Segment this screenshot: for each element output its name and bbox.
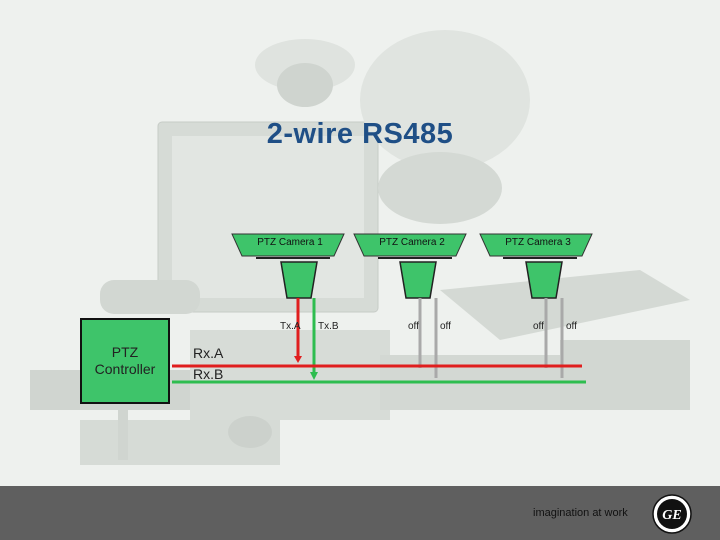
camera-1-label-tab xyxy=(231,233,345,257)
diagram-title: 2-wire RS485 xyxy=(266,118,454,150)
camera-1-right-wire-label: Tx.B xyxy=(318,321,339,332)
camera-3-body xyxy=(525,261,563,299)
footer-tagline: imagination at work xyxy=(533,507,628,519)
ge-logo-icon: GE xyxy=(652,494,692,534)
camera-1-body xyxy=(280,261,318,299)
footer-bar xyxy=(0,486,720,540)
camera-2-left-wire-label: off xyxy=(408,321,419,332)
camera-3-label-tab xyxy=(479,233,593,257)
camera-3-label: PTZ Camera 3 xyxy=(505,237,571,248)
camera-1-label: PTZ Camera 1 xyxy=(257,237,323,248)
ptz-controller-box: PTZ Controller xyxy=(80,318,170,404)
ge-logo-text: GE xyxy=(662,508,681,523)
camera-2-right-wire-label: off xyxy=(440,321,451,332)
camera-1-left-wire-label: Tx.A xyxy=(280,321,301,332)
camera-3-right-wire-label: off xyxy=(566,321,577,332)
camera-2-body xyxy=(399,261,437,299)
rx-b-label: Rx.B xyxy=(193,366,224,382)
rx-a-label: Rx.A xyxy=(193,345,224,361)
camera-3-left-wire-label: off xyxy=(533,321,544,332)
camera-2-label: PTZ Camera 2 xyxy=(379,237,445,248)
camera-2-label-tab xyxy=(353,233,467,257)
